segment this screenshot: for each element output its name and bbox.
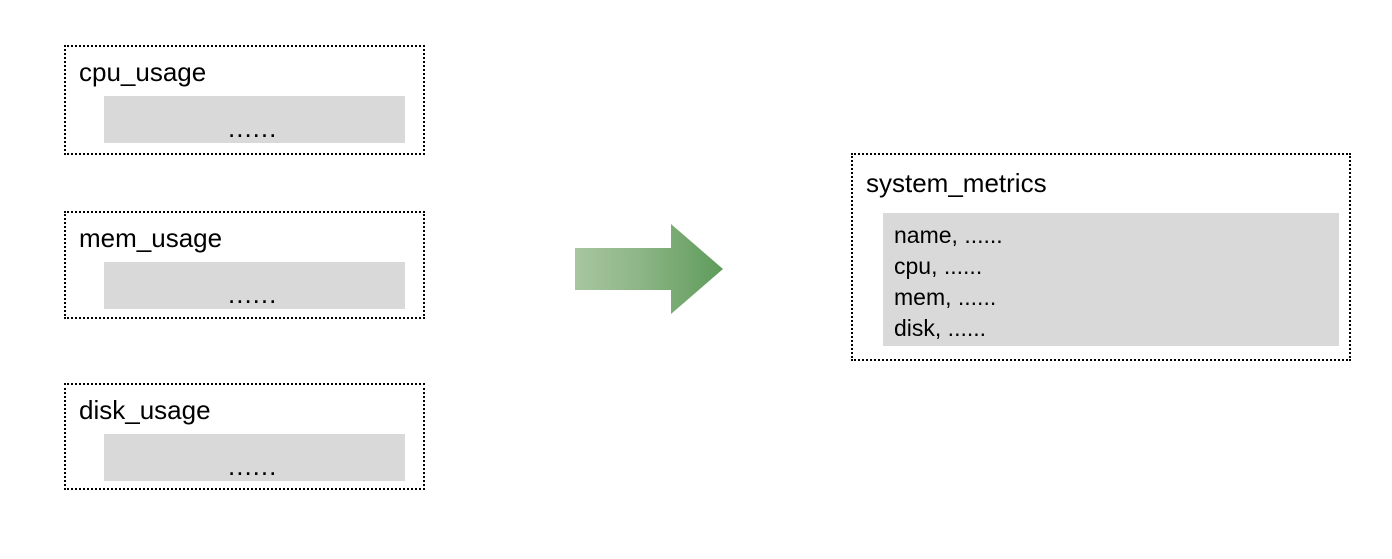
table-row: cpu, ...... <box>894 253 983 279</box>
table-row: mem, ...... <box>894 284 997 310</box>
source-node-panel: ...... <box>104 434 405 481</box>
table-row: disk, ...... <box>894 315 987 341</box>
target-node-title: system_metrics <box>866 168 1047 198</box>
source-node-panel: ...... <box>104 262 405 309</box>
source-node-mem-usage[interactable]: mem_usage ...... <box>64 211 425 319</box>
target-node-panel: name, ...... cpu, ...... mem, ...... dis… <box>883 213 1339 346</box>
source-node-title: mem_usage <box>79 223 223 253</box>
target-node-row-list: name, ...... cpu, ...... mem, ...... dis… <box>894 220 1003 344</box>
source-node-ellipsis: ...... <box>228 451 278 481</box>
merge-arrow-icon <box>575 224 723 314</box>
target-node-system-metrics[interactable]: system_metrics name, ...... cpu, ...... … <box>851 153 1351 361</box>
table-row: name, ...... <box>894 222 1003 248</box>
source-node-ellipsis: ...... <box>228 279 278 309</box>
source-node-disk-usage[interactable]: disk_usage ...... <box>64 383 425 490</box>
source-node-title: cpu_usage <box>79 57 207 87</box>
source-node-cpu-usage[interactable]: cpu_usage ...... <box>64 45 425 155</box>
source-node-panel: ...... <box>104 96 405 143</box>
source-node-title: disk_usage <box>79 395 211 425</box>
source-node-ellipsis: ...... <box>228 113 278 143</box>
